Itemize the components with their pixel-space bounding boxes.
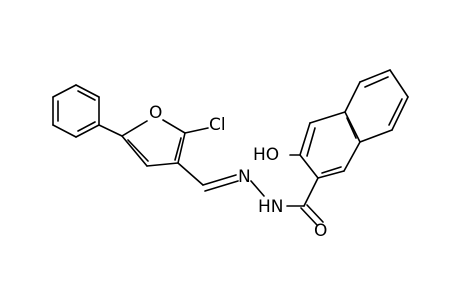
- c-cl-bond: [184, 127, 209, 134]
- n-n-bond: [250, 180, 265, 197]
- carbonyl-aryl-bond: [303, 177, 319, 207]
- phenyl-furan-bond: [98, 124, 123, 137]
- naphthalene-ring-right: [344, 69, 409, 143]
- vinyl-bond: [177, 162, 204, 186]
- naphthalene-ring-left: [299, 111, 361, 179]
- chlorine-label: Cl: [209, 115, 226, 135]
- imine-double-bond: [202, 174, 239, 192]
- carbonyl-oxygen-label: O: [314, 221, 327, 241]
- furan-ring: [121, 119, 186, 167]
- phenyl-ring: [52, 84, 100, 138]
- hydroxyl-label: HO: [253, 145, 279, 165]
- imine-nitrogen-label: N: [238, 167, 251, 187]
- amide-nh-label: HN: [258, 197, 284, 217]
- furan-oxygen-label: O: [149, 103, 162, 123]
- carbonyl-double-bond: [300, 204, 324, 226]
